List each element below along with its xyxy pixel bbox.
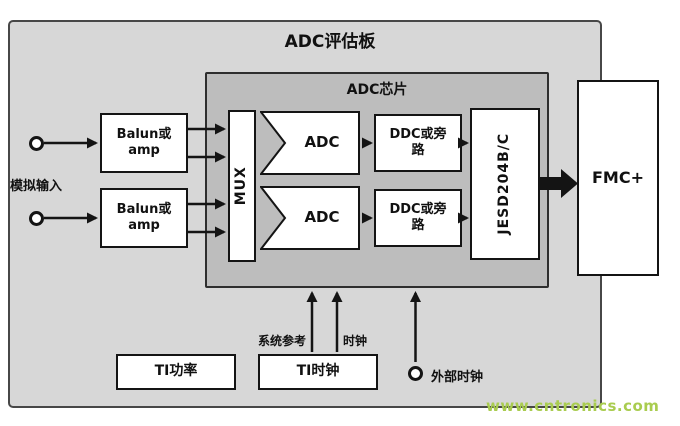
analog-input-port-2 xyxy=(29,211,44,226)
balun-amp-block-2: Balun或 amp xyxy=(100,188,188,248)
mux-block: MUX xyxy=(228,110,256,262)
ddc-bypass-block-2: DDC或旁 路 xyxy=(374,189,462,247)
jesd204-label: JESD204B/C xyxy=(496,133,513,235)
adc-shape-2 xyxy=(260,186,360,250)
ti-power-block: TI功率 xyxy=(116,354,236,390)
system-reference-label: 系统参考 xyxy=(257,334,306,348)
adc-label-2: ADC xyxy=(304,208,340,226)
analog-input-label: 模拟输入 xyxy=(10,179,63,194)
jesd204-block: JESD204B/C xyxy=(470,108,540,260)
balun-amp-block-1: Balun或 amp xyxy=(100,113,188,173)
fmc-connector-block: FMC+ xyxy=(577,80,659,276)
mux-label: MUX xyxy=(233,166,250,206)
watermark: www.cntronics.com xyxy=(486,397,660,415)
board-title: ADC评估板 xyxy=(284,32,376,52)
external-clock-label: 外部时钟 xyxy=(431,370,484,385)
chip-title: ADC芯片 xyxy=(346,82,408,98)
adc-label-1: ADC xyxy=(304,133,340,151)
external-clock-port xyxy=(408,366,423,381)
analog-input-port-1 xyxy=(29,136,44,151)
adc-shape-1 xyxy=(260,111,360,175)
ti-clock-block: TI时钟 xyxy=(258,354,378,390)
clock-label: 时钟 xyxy=(343,334,368,348)
ddc-bypass-block-1: DDC或旁 路 xyxy=(374,114,462,172)
